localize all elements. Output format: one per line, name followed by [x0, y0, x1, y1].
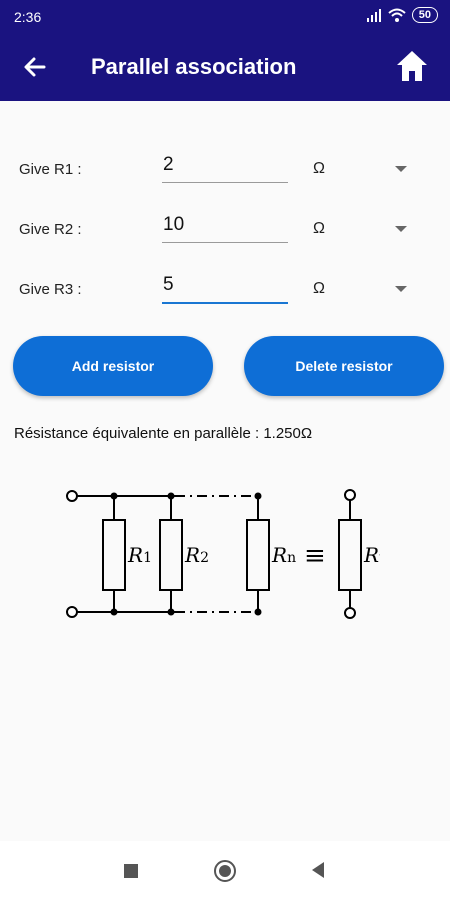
- parallel-circuit-diagram: R1 R2 Rn ≡ Rt: [66, 489, 380, 619]
- label-r1: R1: [127, 543, 152, 567]
- back-triangle-icon[interactable]: [312, 862, 324, 878]
- recent-apps-icon[interactable]: [124, 864, 138, 878]
- arrow-left-icon[interactable]: [22, 54, 48, 80]
- r1-unit-select[interactable]: Ω: [313, 160, 325, 177]
- add-resistor-button[interactable]: Add resistor: [13, 336, 213, 396]
- r2-input[interactable]: 10: [162, 210, 288, 243]
- wifi-icon: [388, 8, 406, 22]
- status-icons: 50: [366, 7, 438, 23]
- equivalent-resistance-result: Résistance équivalente en parallèle : 1.…: [14, 425, 313, 442]
- label-rt: Rt: [363, 543, 380, 567]
- label-r2: R2: [184, 543, 209, 567]
- r3-unit-select[interactable]: Ω: [313, 280, 325, 297]
- home-circle-icon[interactable]: [214, 860, 236, 882]
- label-rn: Rn: [271, 543, 296, 567]
- r1-row: Give R1 : 2 Ω: [0, 142, 450, 192]
- app-bar: Parallel association: [0, 34, 450, 101]
- r2-label: Give R2 :: [19, 221, 82, 238]
- resistor-r1: [102, 519, 126, 591]
- chevron-down-icon[interactable]: [395, 166, 407, 172]
- battery-icon: 50: [411, 7, 438, 23]
- r2-row: Give R2 : 10 Ω: [0, 202, 450, 252]
- resistor-r2: [159, 519, 183, 591]
- equivalence-sign: ≡: [304, 541, 326, 571]
- resistor-rn: [246, 519, 270, 591]
- status-time: 2:36: [14, 9, 42, 25]
- r3-input[interactable]: 5: [162, 270, 288, 304]
- chevron-down-icon[interactable]: [395, 226, 407, 232]
- chevron-down-icon[interactable]: [395, 286, 407, 292]
- delete-resistor-button[interactable]: Delete resistor: [244, 336, 444, 396]
- signal-icon: [366, 9, 381, 22]
- r1-label: Give R1 :: [19, 161, 82, 178]
- page-title: Parallel association: [91, 54, 297, 79]
- status-bar: 2:36 50: [0, 0, 450, 34]
- r2-unit-select[interactable]: Ω: [313, 220, 325, 237]
- r3-value: 5: [163, 274, 174, 295]
- r1-input[interactable]: 2: [162, 150, 288, 183]
- r3-label: Give R3 :: [19, 281, 82, 298]
- r2-value: 10: [163, 214, 185, 235]
- home-icon[interactable]: [394, 48, 430, 84]
- resistor-rt: [338, 519, 362, 591]
- r1-value: 2: [163, 154, 174, 175]
- r3-row: Give R3 : 5 Ω: [0, 262, 450, 312]
